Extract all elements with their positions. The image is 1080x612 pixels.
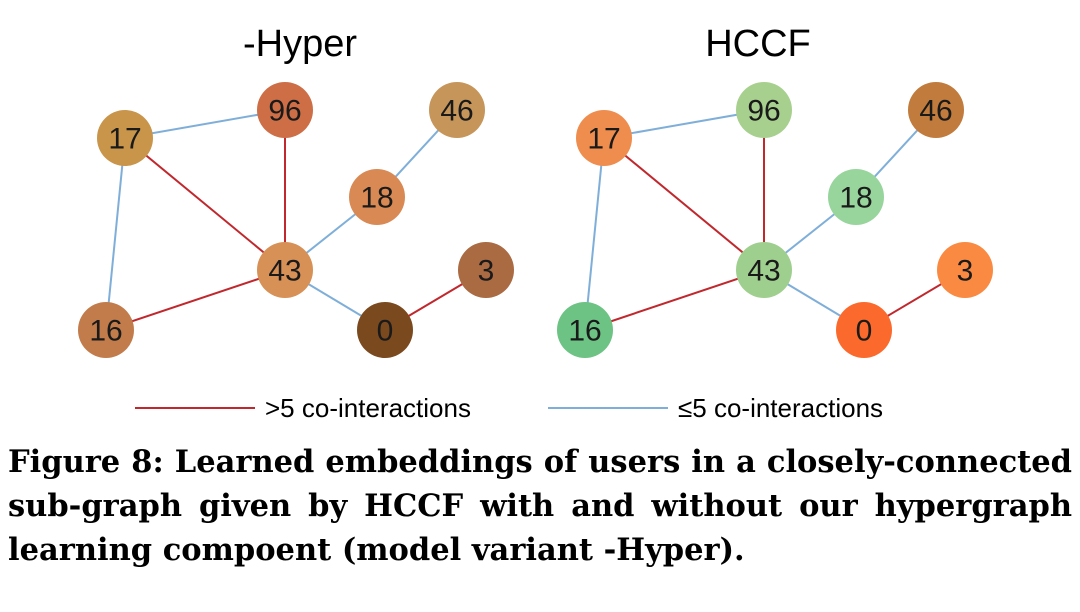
node-circle bbox=[836, 302, 892, 358]
node-16: 16 bbox=[78, 302, 134, 358]
node-label: 43 bbox=[268, 255, 301, 288]
edge-17-16 bbox=[105, 137, 126, 331]
panel-0: -Hyper 17 96 46 18 43 3 16 0 bbox=[78, 23, 514, 358]
node-circle bbox=[828, 169, 884, 225]
node-circle bbox=[908, 82, 964, 138]
node-label: 46 bbox=[919, 95, 952, 128]
figure-caption: Figure 8: Learned embeddings of users in… bbox=[8, 444, 1072, 568]
legend-weak-label: ≤5 co-interactions bbox=[678, 393, 883, 423]
node-17: 17 bbox=[97, 110, 153, 166]
node-0: 0 bbox=[357, 302, 413, 358]
node-circle bbox=[937, 242, 993, 298]
node-circle bbox=[576, 110, 632, 166]
node-circle bbox=[458, 242, 514, 298]
node-circle bbox=[357, 302, 413, 358]
legend-strong-label: >5 co-interactions bbox=[265, 393, 471, 423]
node-label: 43 bbox=[747, 255, 780, 288]
node-label: 18 bbox=[360, 182, 393, 215]
node-circle bbox=[736, 82, 792, 138]
node-46: 46 bbox=[429, 82, 485, 138]
node-label: 17 bbox=[587, 123, 620, 156]
edge-17-16 bbox=[584, 137, 605, 331]
node-label: 0 bbox=[856, 315, 873, 348]
figure: -Hyper 17 96 46 18 43 3 16 0 HCCF 17 96 46 18 43 3 16 0 >… bbox=[78, 23, 993, 423]
node-label: 3 bbox=[478, 255, 495, 288]
edge-16-43 bbox=[105, 269, 286, 331]
node-circle bbox=[349, 169, 405, 225]
node-18: 18 bbox=[828, 169, 884, 225]
node-17: 17 bbox=[576, 110, 632, 166]
node-label: 0 bbox=[377, 315, 394, 348]
node-label: 17 bbox=[108, 123, 141, 156]
panels-layer: -Hyper 17 96 46 18 43 3 16 0 HCCF 17 96 46 18 43 3 16 0 bbox=[78, 23, 993, 358]
node-label: 96 bbox=[747, 95, 780, 128]
node-96: 96 bbox=[736, 82, 792, 138]
graph-figure: -Hyper 17 96 46 18 43 3 16 0 HCCF 17 96 46 18 43 3 16 0 >… bbox=[78, 23, 993, 423]
node-3: 3 bbox=[937, 242, 993, 298]
node-0: 0 bbox=[836, 302, 892, 358]
edge-17-43 bbox=[124, 137, 286, 271]
node-label: 46 bbox=[440, 95, 473, 128]
panel-title: -Hyper bbox=[243, 23, 357, 65]
node-label: 16 bbox=[89, 315, 122, 348]
node-18: 18 bbox=[349, 169, 405, 225]
panel-1: HCCF 17 96 46 18 43 3 16 0 bbox=[557, 23, 993, 358]
node-3: 3 bbox=[458, 242, 514, 298]
edge-16-43 bbox=[584, 269, 765, 331]
node-43: 43 bbox=[257, 242, 313, 298]
node-label: 96 bbox=[268, 95, 301, 128]
edge-17-43 bbox=[603, 137, 765, 271]
node-43: 43 bbox=[736, 242, 792, 298]
node-circle bbox=[257, 82, 313, 138]
node-label: 18 bbox=[839, 182, 872, 215]
panel-title: HCCF bbox=[705, 23, 811, 65]
node-96: 96 bbox=[257, 82, 313, 138]
node-label: 3 bbox=[957, 255, 974, 288]
node-46: 46 bbox=[908, 82, 964, 138]
node-circle bbox=[257, 242, 313, 298]
node-circle bbox=[78, 302, 134, 358]
node-label: 16 bbox=[568, 315, 601, 348]
node-circle bbox=[97, 110, 153, 166]
node-circle bbox=[557, 302, 613, 358]
legend: >5 co-interactions ≤5 co-interactions bbox=[135, 393, 883, 423]
node-circle bbox=[429, 82, 485, 138]
node-16: 16 bbox=[557, 302, 613, 358]
node-circle bbox=[736, 242, 792, 298]
